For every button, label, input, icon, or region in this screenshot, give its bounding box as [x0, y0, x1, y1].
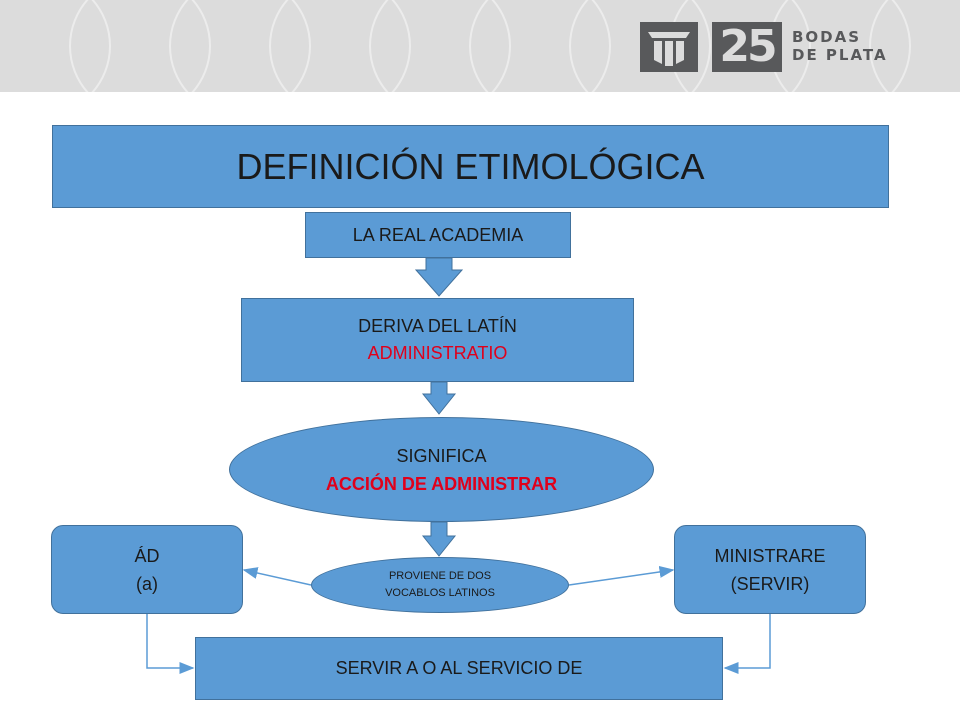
source-text: LA REAL ACADEMIA — [352, 224, 524, 245]
ministrare-meaning: (SERVIR) — [730, 573, 810, 594]
result-text: SERVIR A O AL SERVICIO DE — [335, 658, 583, 678]
meaning-ellipse: SIGNIFICA ACCIÓN DE ADMINISTRAR — [229, 417, 654, 522]
connector-to-ad — [242, 567, 312, 586]
connector-ad-to-result — [146, 614, 195, 674]
source-box: LA REAL ACADEMIA — [305, 212, 571, 258]
logo-text-line1: BODAS — [792, 28, 862, 46]
diagram-title: DEFINICIÓN ETIMOLÓGICA — [52, 125, 889, 208]
ad-word: ÁD — [134, 545, 160, 566]
down-arrow-2 — [421, 381, 457, 415]
origin-ellipse: PROVIENE DE DOS VOCABLOS LATINOS — [311, 557, 569, 613]
origin-line2: VOCABLOS LATINOS — [385, 587, 495, 599]
title-text: DEFINICIÓN ETIMOLÓGICA — [236, 145, 705, 187]
logo-text-line2: DE PLATA — [792, 46, 888, 64]
derivation-label: DERIVA DEL LATÍN — [358, 316, 517, 336]
connector-to-ministrare — [568, 565, 675, 586]
logo-text: BODAS DE PLATA — [792, 28, 888, 64]
meaning-label: SIGNIFICA — [396, 445, 487, 466]
down-arrow-3 — [421, 521, 457, 557]
origin-line1: PROVIENE DE DOS — [388, 570, 492, 582]
university-emblem-icon — [640, 22, 698, 72]
derivation-box: DERIVA DEL LATÍN ADMINISTRATIO — [241, 298, 634, 382]
ministrare-box: MINISTRARE (SERVIR) — [674, 525, 866, 614]
result-box: SERVIR A O AL SERVICIO DE — [195, 637, 723, 700]
connector-ministrare-to-result — [723, 614, 771, 674]
logo-number: 25 — [712, 22, 782, 72]
ministrare-word: MINISTRARE — [714, 545, 826, 566]
ad-meaning: (a) — [136, 573, 158, 594]
banner-pattern — [69, 0, 911, 92]
ad-box: ÁD (a) — [51, 525, 243, 614]
latin-word: ADMINISTRATIO — [367, 343, 508, 363]
header-banner: 25 BODAS DE PLATA — [0, 0, 960, 92]
anniversary-logo: 25 BODAS DE PLATA — [640, 22, 900, 74]
down-arrow-1 — [414, 257, 464, 297]
meaning-text: ACCIÓN DE ADMINISTRAR — [325, 473, 558, 494]
